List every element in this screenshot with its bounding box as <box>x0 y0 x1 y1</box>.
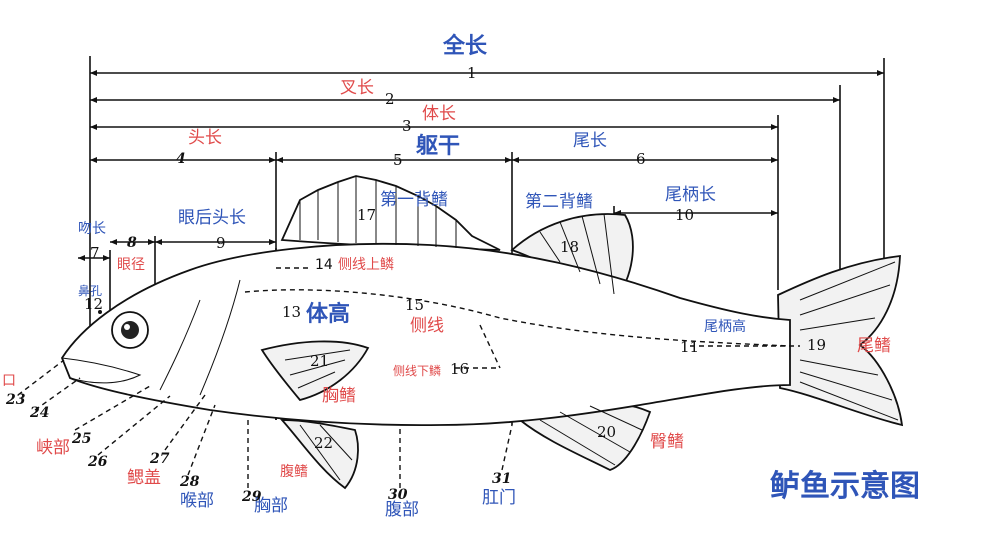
number-4: 4 <box>176 151 186 167</box>
above-lateral-scales-label: 侧线上鳞 <box>338 257 394 273</box>
belly-label: 腹部 <box>385 500 419 520</box>
tail-length-label: 尾长 <box>573 131 607 151</box>
number-8: 8 <box>127 235 137 251</box>
below-lateral-scales-label: 侧线下鳞 <box>393 364 442 378</box>
eye <box>98 310 149 349</box>
number-6: 6 <box>636 150 646 168</box>
postorbital-label: 眼后头长 <box>178 208 246 228</box>
eye-diameter-label: 眼径 <box>117 257 145 273</box>
anal-fin-label: 臀鳍 <box>650 432 684 452</box>
total-length-label: 全长 <box>443 34 488 59</box>
anus-label: 肛门 <box>482 488 516 508</box>
body-height-label: 体高 <box>306 302 351 327</box>
number-21: 21 <box>310 352 330 370</box>
diagram-title: 鲈鱼示意图 <box>770 469 920 504</box>
number-5: 5 <box>393 151 403 169</box>
number-30: 30 <box>388 487 408 503</box>
lateral-line-label: 侧线 <box>410 316 444 336</box>
number-1: 1 <box>467 64 477 82</box>
head-length-label: 头长 <box>188 128 222 148</box>
number-26: 26 <box>88 454 108 470</box>
number-22: 22 <box>314 434 334 452</box>
number-3: 3 <box>402 117 412 135</box>
first-dorsal-label: 第一背鳍 <box>380 190 448 210</box>
number-17: 17 <box>357 206 377 224</box>
trunk-label: 躯干 <box>416 134 461 159</box>
number-15: 15 <box>405 296 425 314</box>
caudal-fin-label: 尾鳍 <box>857 336 891 356</box>
fin-rays <box>61 176 899 481</box>
number-29: 29 <box>242 489 262 505</box>
pelvic-fin-label: 腹鳍 <box>280 464 308 480</box>
number-2: 2 <box>385 90 395 108</box>
fork-length-label: 叉长 <box>340 78 374 98</box>
number-20: 20 <box>597 423 617 441</box>
number-11: 11 <box>680 338 700 356</box>
number-25: 25 <box>72 431 92 447</box>
number-19: 19 <box>807 336 827 354</box>
number-9: 9 <box>216 234 226 252</box>
number-16: 16 <box>450 360 470 378</box>
number-18: 18 <box>560 238 580 256</box>
number-13: 13 <box>282 303 302 321</box>
throat-label: 喉部 <box>180 491 214 511</box>
mouth-label: 口 <box>2 373 16 389</box>
number-27: 27 <box>150 451 170 467</box>
number-31: 31 <box>492 471 512 487</box>
chest-label: 胸部 <box>254 496 288 516</box>
number-10: 10 <box>675 206 695 224</box>
number-14: 14 <box>315 257 333 273</box>
caudal-peduncle-length-label: 尾柄长 <box>665 185 716 205</box>
isthmus-label: 峡部 <box>36 438 70 458</box>
peduncle-height-label: 尾柄高 <box>704 319 746 335</box>
pectoral-fin-label: 胸鳍 <box>322 386 356 406</box>
lateral-lines <box>17 267 800 488</box>
second-dorsal-label: 第二背鳍 <box>525 192 593 212</box>
snout-length-label: 吻长 <box>78 221 106 237</box>
number-7: 7 <box>90 244 100 262</box>
number-24: 24 <box>30 405 50 421</box>
body-length-label: 体长 <box>422 104 456 124</box>
nostril-label: 鼻孔 <box>78 284 103 298</box>
number-23: 23 <box>6 392 26 408</box>
operculum-label: 鳃盖 <box>127 468 161 488</box>
number-28: 28 <box>180 474 200 490</box>
number-12: 12 <box>84 295 104 313</box>
